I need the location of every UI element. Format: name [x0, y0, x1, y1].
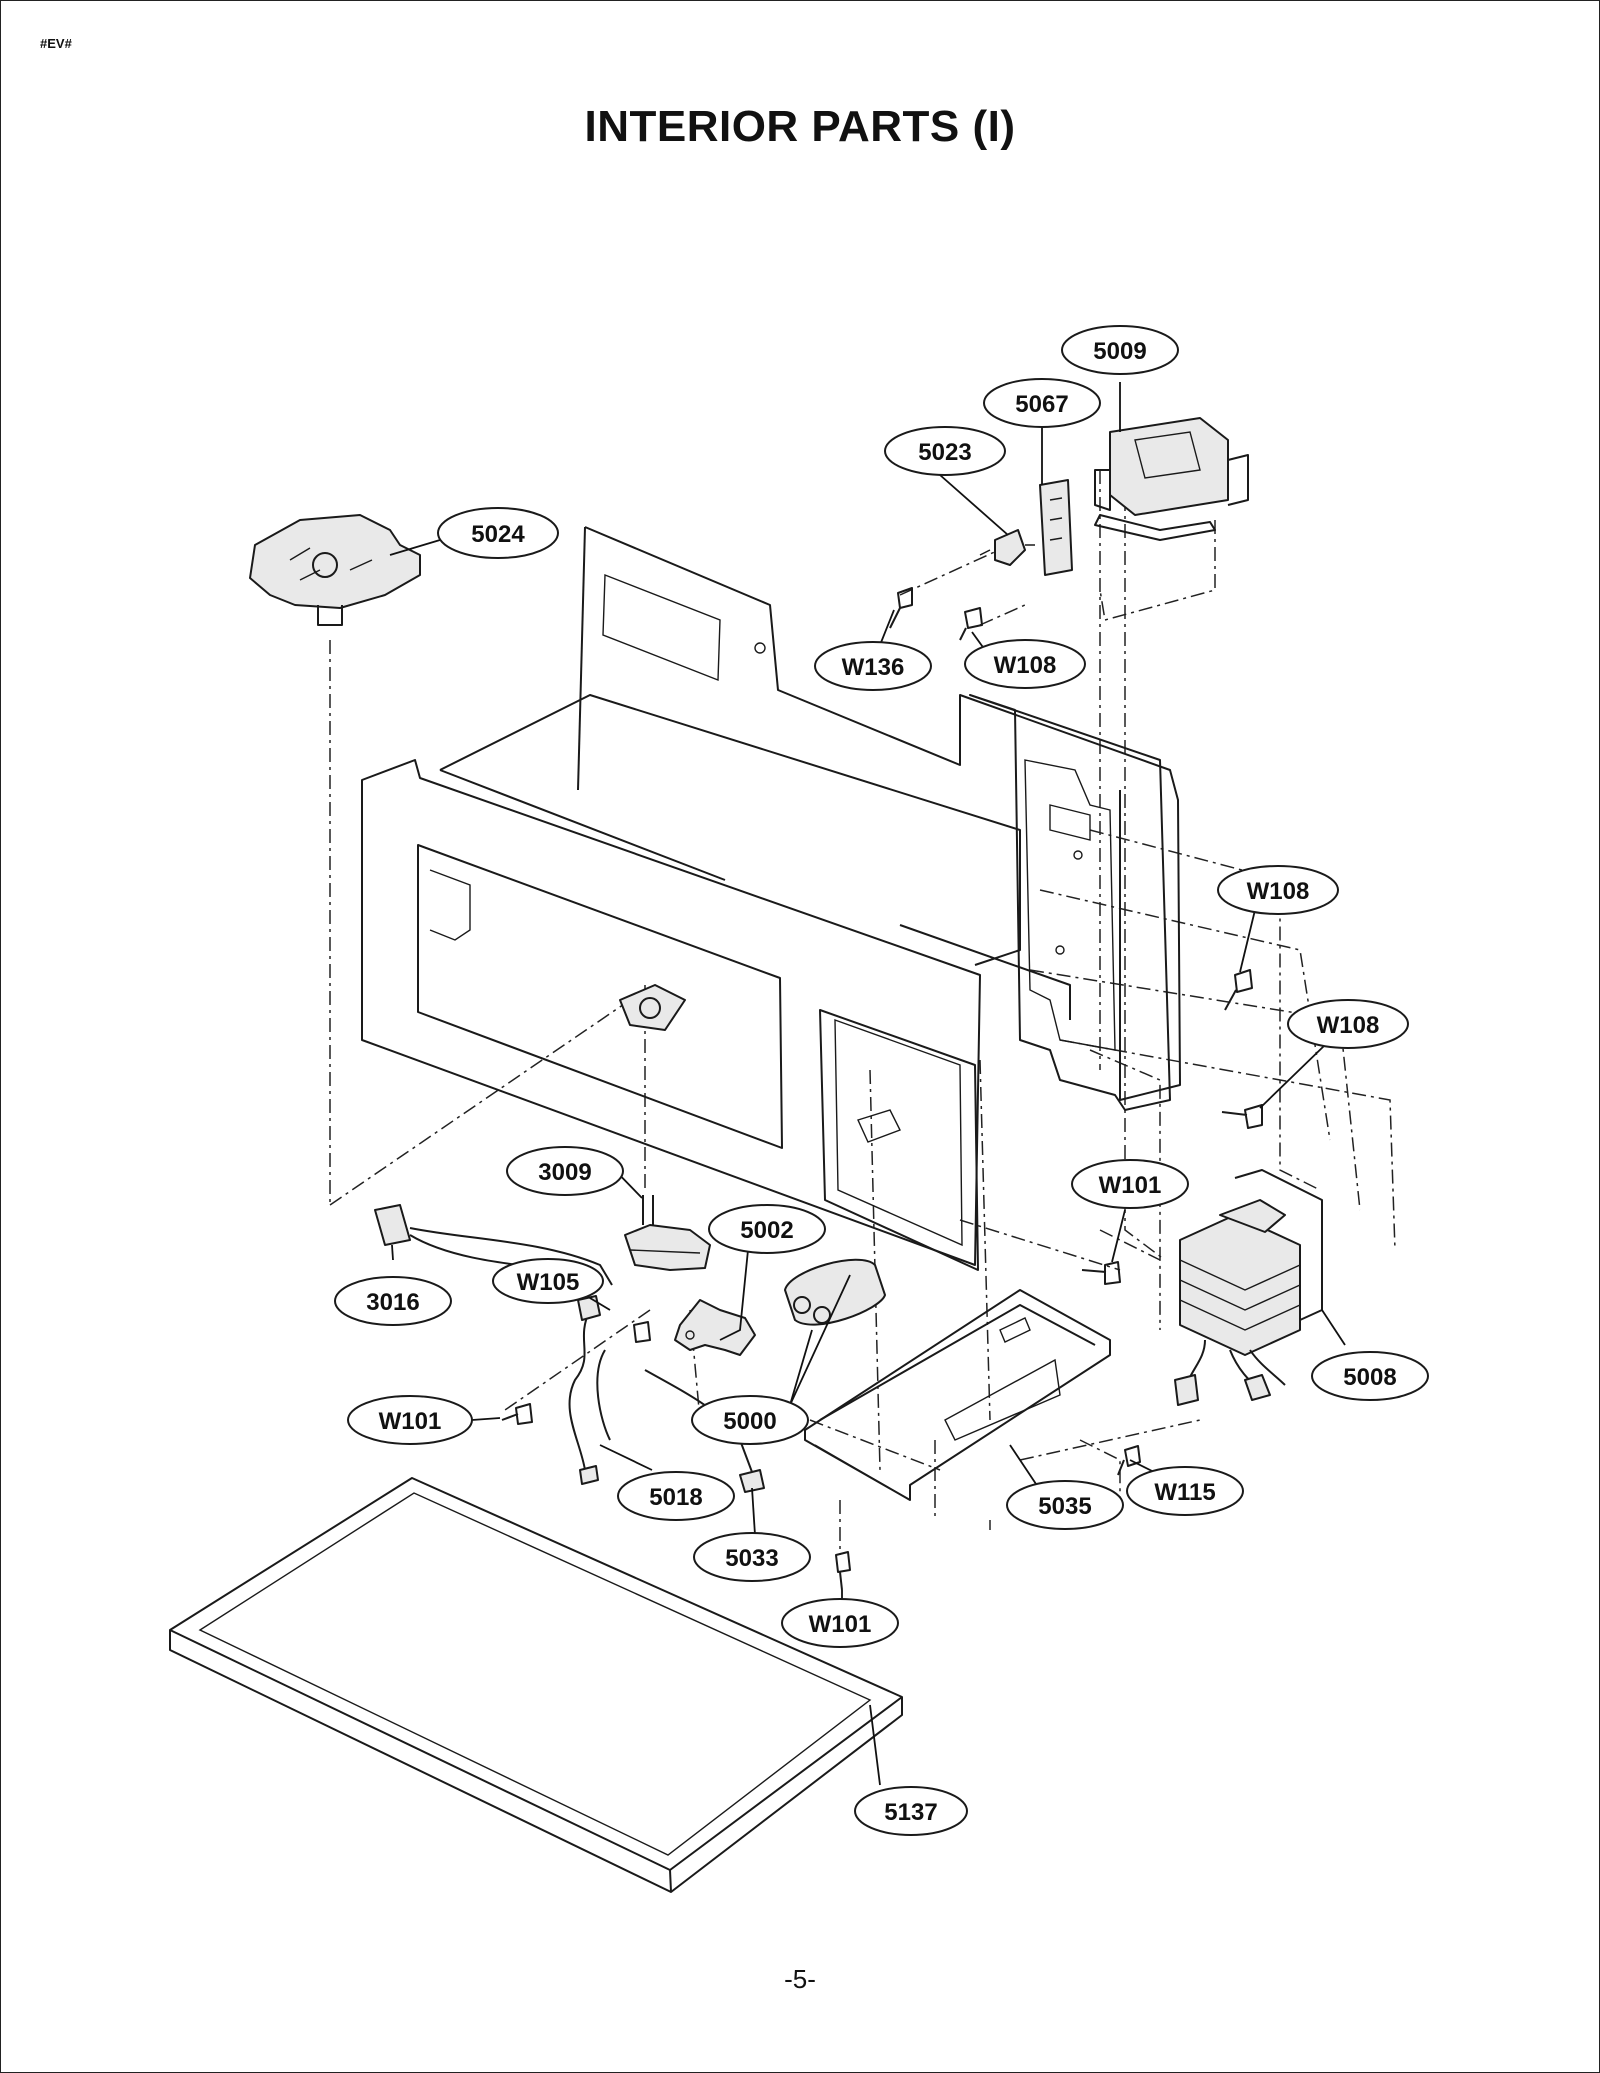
- callout-5035: 5035: [1006, 1480, 1124, 1530]
- callout-W101-right: W101: [1071, 1159, 1189, 1209]
- callout-W136: W136: [814, 641, 932, 691]
- part-5023-thermostat: [979, 529, 1035, 566]
- part-5067-bracket: [1039, 479, 1073, 576]
- callout-5024: 5024: [437, 507, 559, 559]
- callout-label: W136: [842, 654, 905, 681]
- callout-label: 5035: [1038, 1493, 1091, 1520]
- page-number: -5-: [784, 1964, 816, 1994]
- part-5008-transformer: [1174, 1169, 1323, 1406]
- callout-label: W108: [994, 652, 1057, 679]
- callout-W108-lower: W108: [1287, 999, 1409, 1049]
- callout-5000: 5000: [691, 1395, 809, 1445]
- callout-3016: 3016: [334, 1276, 452, 1326]
- callout-label: 5024: [471, 521, 525, 548]
- callout-label: W115: [1154, 1479, 1215, 1506]
- oven-cavity: [361, 526, 1181, 1271]
- part-5009-magnetron: [1094, 417, 1249, 541]
- callout-label: W101: [379, 1408, 442, 1435]
- screws: [501, 587, 1263, 1591]
- page-title: INTERIOR PARTS (I): [584, 102, 1016, 151]
- callout-W101-bottom: W101: [781, 1598, 899, 1648]
- callout-label: 5008: [1343, 1364, 1396, 1391]
- leader-lines: [389, 382, 1346, 1786]
- part-5137-glass-tray: [169, 1477, 903, 1893]
- callout-W115: W115: [1126, 1466, 1244, 1516]
- callout-5137: 5137: [854, 1786, 968, 1836]
- callout-W101-left: W101: [347, 1395, 473, 1445]
- callout-5023: 5023: [884, 426, 1006, 476]
- callout-label: 3016: [366, 1289, 419, 1316]
- callout-3009: 3009: [506, 1146, 624, 1196]
- callout-label: W105: [517, 1269, 580, 1296]
- callout-label: W101: [1099, 1172, 1162, 1199]
- callout-5002: 5002: [708, 1204, 826, 1254]
- callout-W108-mid: W108: [1217, 865, 1339, 915]
- callout-label: 5023: [918, 439, 971, 466]
- callout-5008: 5008: [1311, 1351, 1429, 1401]
- callout-label: 3009: [538, 1159, 591, 1186]
- callout-W108-top: W108: [964, 639, 1086, 689]
- callout-label: 5137: [884, 1799, 937, 1826]
- callout-W105: W105: [492, 1258, 604, 1304]
- callout-5018: 5018: [617, 1471, 735, 1521]
- callout-5067: 5067: [983, 378, 1101, 428]
- callout-5009: 5009: [1061, 325, 1179, 375]
- callout-label: W108: [1317, 1012, 1380, 1039]
- part-5024-coupler: [249, 514, 421, 626]
- part-5035-base-plate: [804, 1289, 1111, 1501]
- callout-label: 5009: [1093, 338, 1146, 365]
- callout-5033: 5033: [693, 1532, 811, 1582]
- callout-label: 5067: [1015, 391, 1068, 418]
- callout-label: 5002: [740, 1217, 793, 1244]
- callout-label: W101: [809, 1611, 872, 1638]
- part-5002-bracket: [674, 1299, 756, 1356]
- part-3009-motor: [624, 1195, 711, 1271]
- callout-label: W108: [1247, 878, 1310, 905]
- callout-label: 5033: [725, 1545, 778, 1572]
- part-5000-capacitor: [784, 1258, 886, 1326]
- callout-label: 5000: [723, 1408, 776, 1435]
- document-code: #EV#: [40, 36, 72, 51]
- callout-label: 5018: [649, 1484, 702, 1511]
- part-5018-harness: [568, 1295, 611, 1485]
